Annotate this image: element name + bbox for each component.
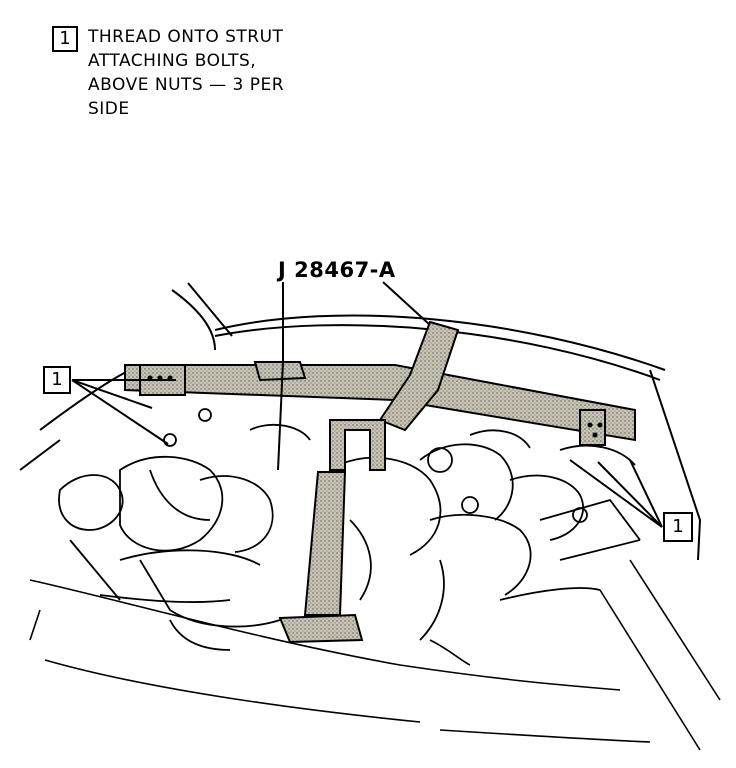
callout-left-number: 1 [51,369,63,390]
callout-right: 1 [663,512,693,542]
right-callout-leaders [569,459,663,528]
front-body-lines [29,559,721,751]
engine-components [58,408,641,651]
tool-leader [277,281,431,471]
fixture-foot [278,613,364,644]
tool-label: J 28467-A [278,258,396,282]
callout-left: 1 [43,366,71,394]
fixture-crossbar [124,364,636,442]
callout-right-number: 1 [672,516,684,537]
fixture-right-bracket [579,409,606,446]
legend-text: THREAD ONTO STRUT ATTACHING BOLTS, ABOVE… [88,27,285,119]
support-fixture [124,320,636,644]
fixture-diagonal-arm [378,320,460,432]
fixture-lift-block [253,361,307,382]
legend-number: 1 [59,28,71,49]
fixture-leg [329,419,386,471]
legend-number-box: 1 [52,26,78,52]
left-callout-leaders [71,379,176,445]
fixture-center-post [303,471,347,616]
